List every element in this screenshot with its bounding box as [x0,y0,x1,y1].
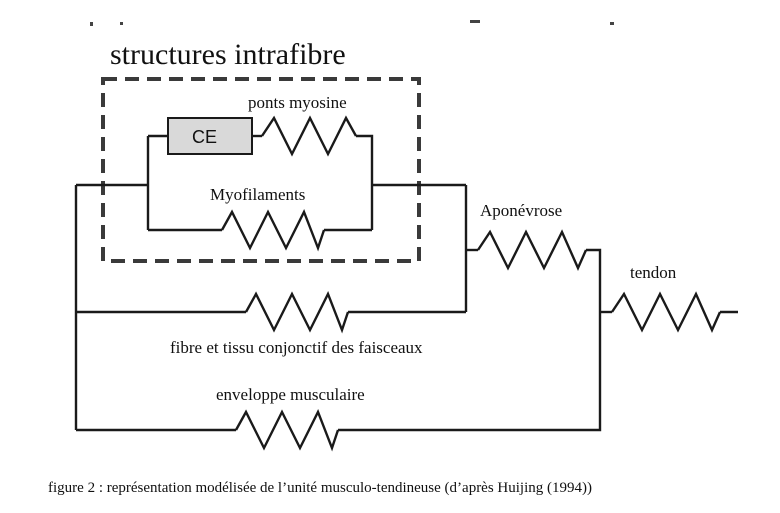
ponts-myosine-label: ponts myosine [248,93,347,112]
fibre-tissu-spring [244,291,350,334]
scan-artifacts [90,20,614,26]
inner-parallel-branch [146,115,374,252]
tendon-label: tendon [630,263,677,282]
tendon-branch [600,291,738,333]
intrafibre-dashed-box [101,77,421,263]
ponts-myosine-spring [261,115,358,157]
myofilaments-spring [220,209,326,252]
fibre-tissu-label: fibre et tissu conjonctif des faisceaux [170,338,423,357]
fibre-tissu-branch [76,291,466,334]
aponevrose-branch [466,229,602,312]
enveloppe-label: enveloppe musculaire [216,385,365,404]
enveloppe-branch [76,312,602,452]
enveloppe-spring [234,409,340,452]
fibre-connections [76,183,468,312]
contractile-element: CE [167,117,253,155]
ce-label: CE [192,127,217,147]
tendon-spring [611,291,722,333]
figure-caption: figure 2 : représentation modélisée de l… [48,480,592,496]
diagram-title: structures intrafibre [110,38,346,71]
aponevrose-spring [477,229,588,271]
myofilaments-label: Myofilaments [210,185,305,204]
aponevrose-label: Aponévrose [480,201,562,220]
